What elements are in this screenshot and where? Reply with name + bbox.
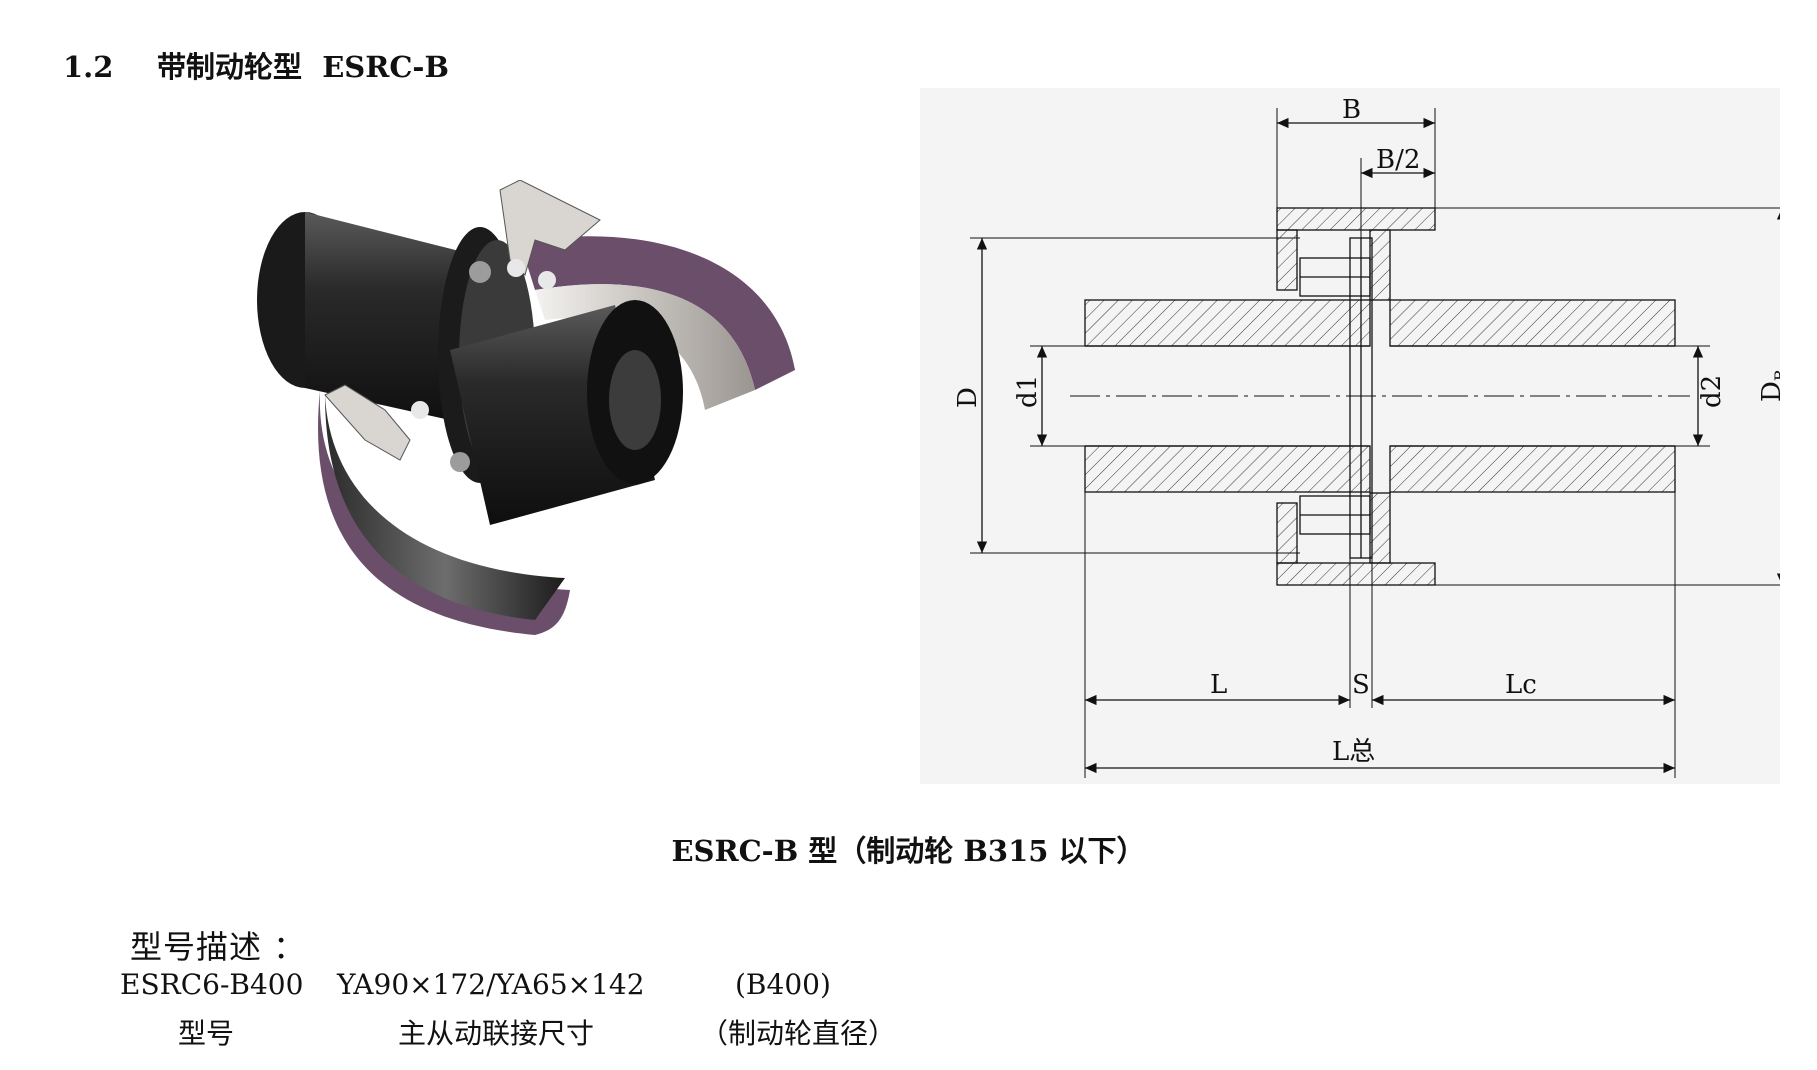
section-title: 1.2 带制动轮型 ESRC-B <box>63 44 449 86</box>
model-description-heading: 型号描述 ： <box>130 928 307 966</box>
dim-label-d2: d2 <box>1697 375 1727 408</box>
legend-wheel: （制动轮直径） <box>700 1017 897 1050</box>
section-title-text: 带制动轮型 ESRC-B <box>157 50 449 84</box>
dimension-drawing: B B/2 D d1 d2 DB L S Lc L总 <box>953 95 1780 778</box>
legend-model: 型号 <box>178 1017 235 1050</box>
dim-label-d1: d1 <box>1013 375 1043 408</box>
example-model: ESRC6-B400 <box>120 968 304 1001</box>
section-number: 1.2 <box>63 50 114 84</box>
dim-label-d: D <box>953 387 983 408</box>
dim-label-l-total: L总 <box>1332 737 1375 767</box>
dim-label-b-half: B/2 <box>1376 145 1420 175</box>
example-connection: YA90×172/YA65×142 <box>337 968 645 1001</box>
dim-label-db: DB <box>1757 369 1780 402</box>
legend-connection: 主从动联接尺寸 <box>398 1017 595 1050</box>
example-wheel: (B400) <box>735 968 831 1001</box>
dim-label-s: S <box>1352 670 1370 700</box>
dim-label-lc: Lc <box>1505 670 1537 700</box>
dim-label-l: L <box>1210 670 1227 700</box>
technical-drawing: B B/2 D d1 d2 DB L S Lc L总 <box>920 88 1780 784</box>
coupling-3d-illustration <box>235 179 815 680</box>
dim-label-b: B <box>1342 95 1361 125</box>
figure-caption: ESRC-B 型（制动轮 B315 以下） <box>671 834 1146 868</box>
